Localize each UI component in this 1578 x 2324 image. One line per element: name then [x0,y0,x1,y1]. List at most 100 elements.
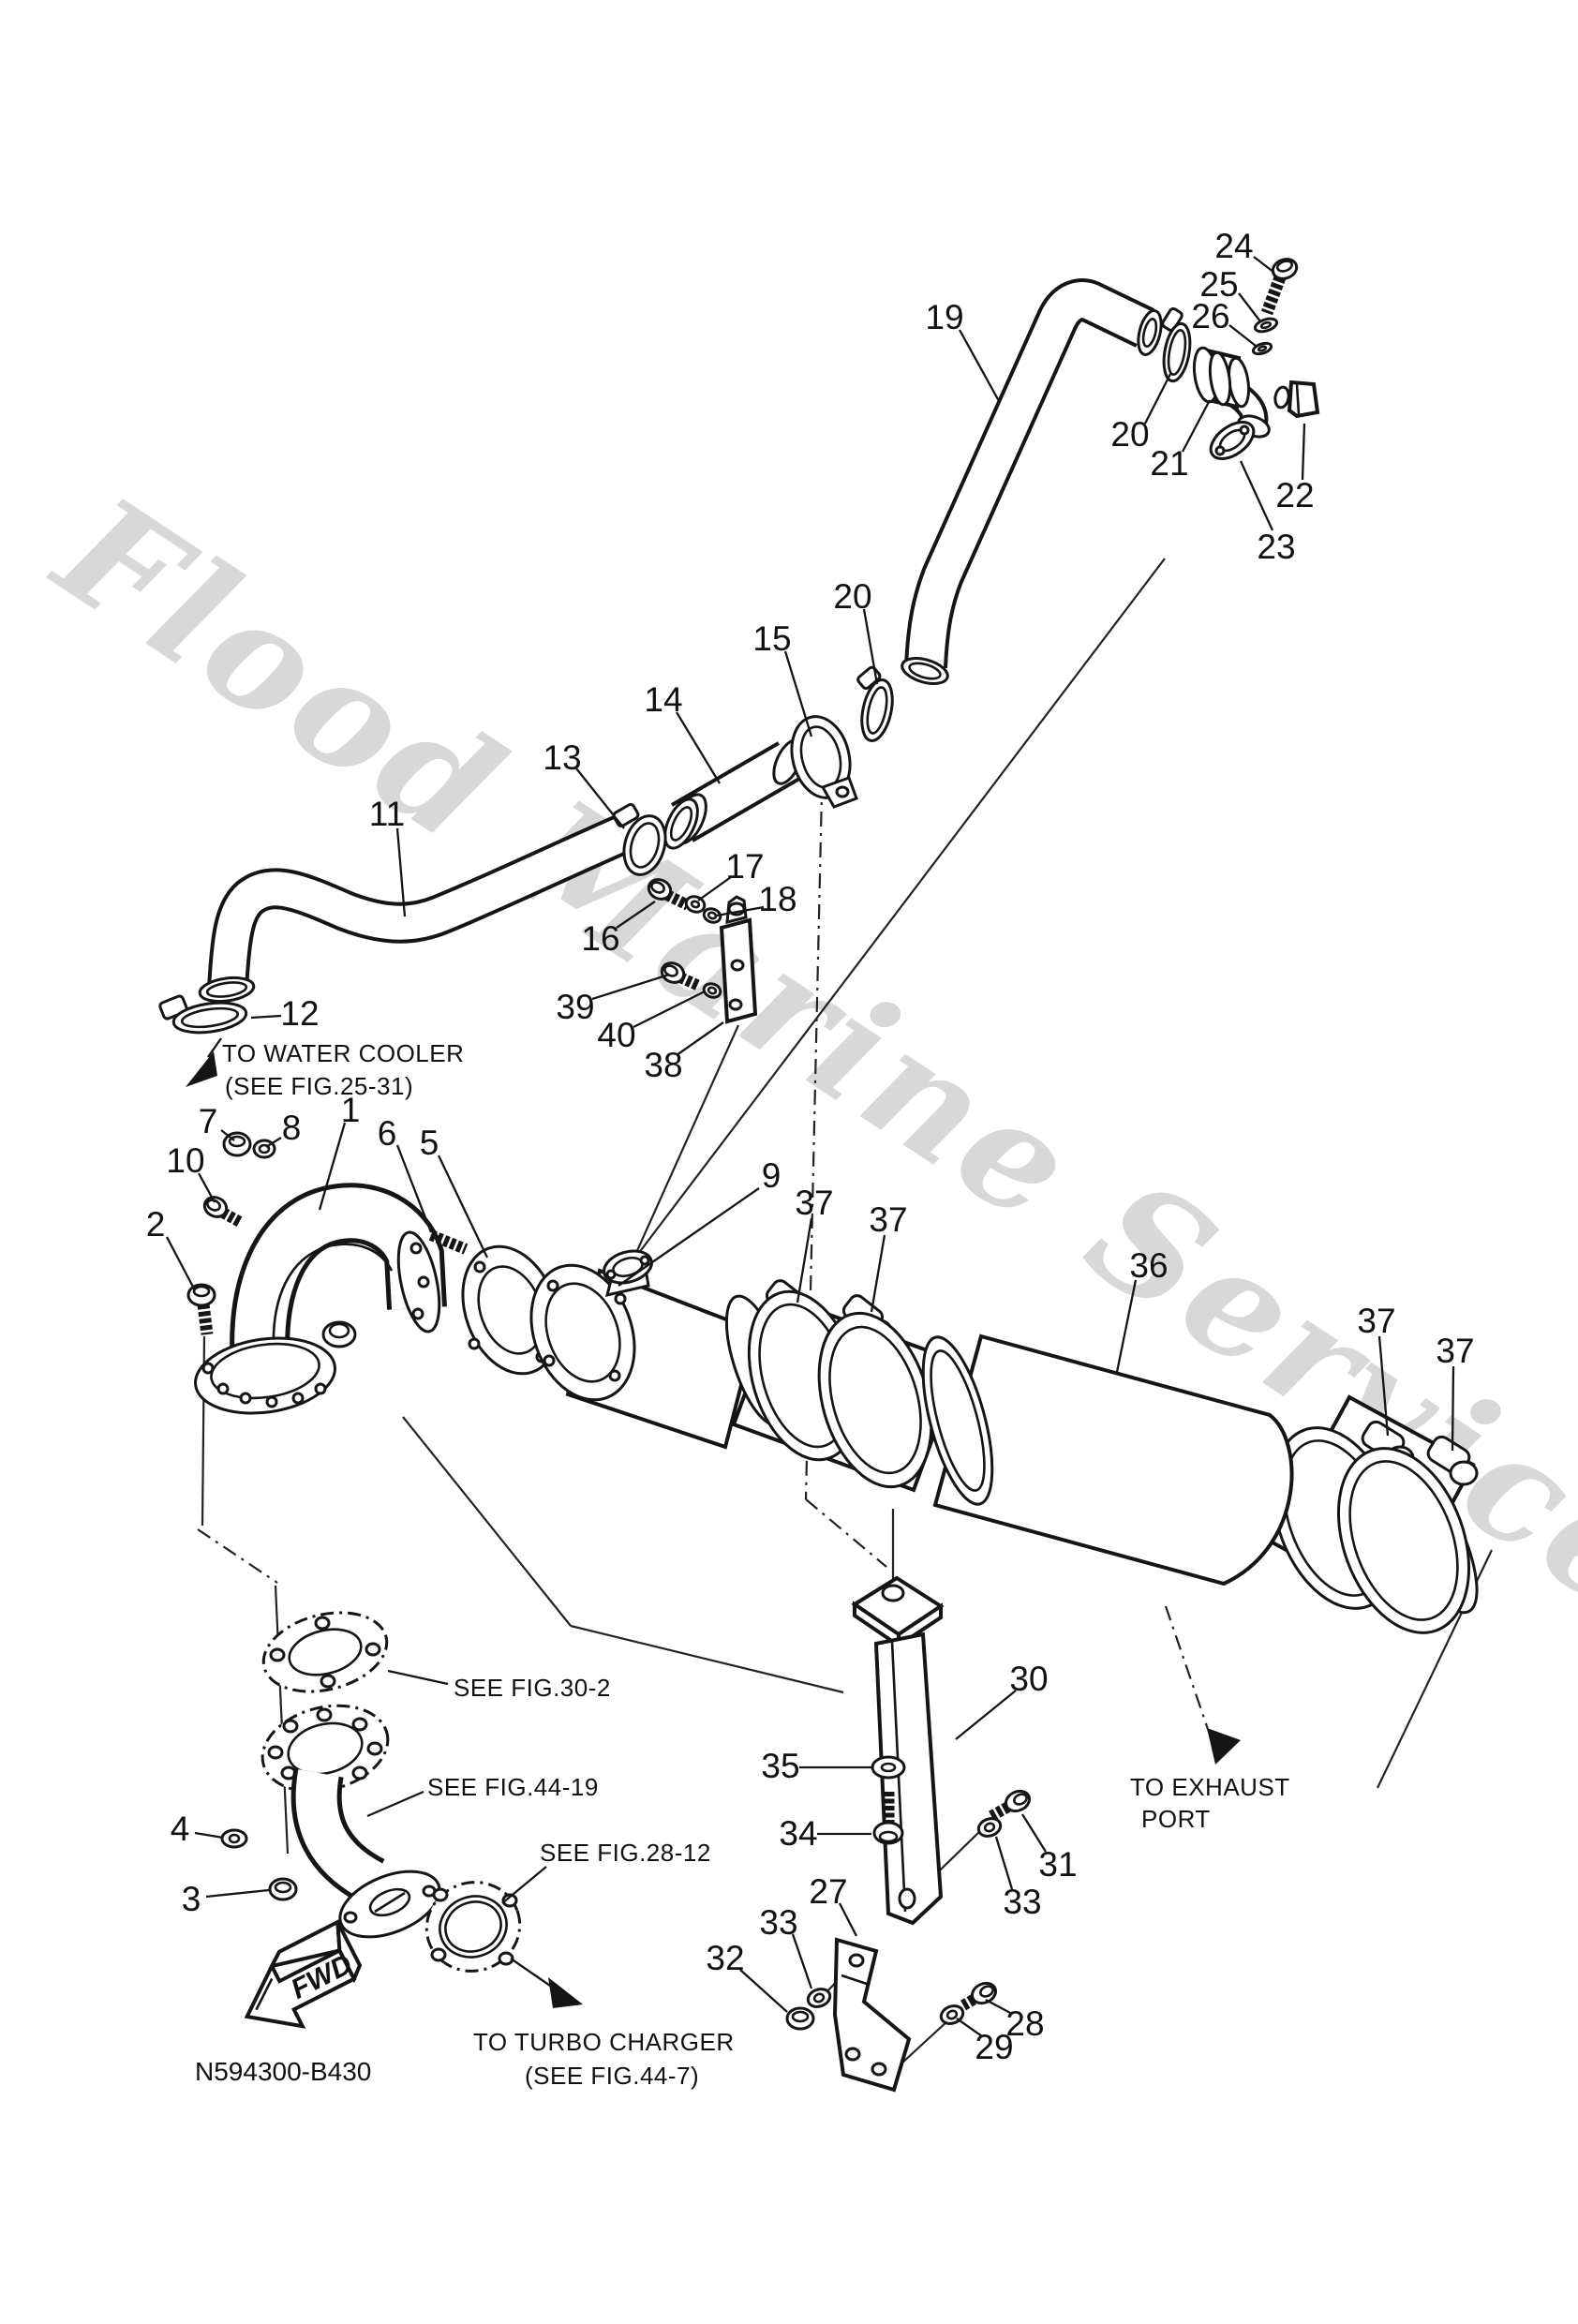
leader-line-36 [1115,1279,1138,1373]
plug-22 [1273,380,1320,419]
part-label-8: 8 [282,1109,302,1147]
part-label-34: 34 [779,1814,817,1853]
part-label-37: 37 [795,1184,833,1222]
note-fig-44-19: SEE FIG.44-19 [427,1773,599,1801]
exhaust-port-arrow [1207,1728,1241,1765]
part-label-11: 11 [369,795,405,833]
nut-32 [785,2006,815,2031]
part-label-10: 10 [166,1141,204,1180]
leader-line-19 [958,329,1001,402]
leader-line-37 [870,1234,886,1313]
part-label-13: 13 [543,738,581,777]
part-label-26: 26 [1191,297,1229,335]
callout-layer: 1924252620212223201514131112161718394038… [146,227,1475,2066]
part-label-20: 20 [833,577,871,616]
leader-line-8 [265,1137,282,1148]
pipe-14 [663,738,804,850]
washer-4 [220,1828,248,1849]
leader-line-9 [618,1187,760,1287]
note-turbo-line2: (SEE FIG.44-7) [525,2062,699,2090]
turbo-charger-arrow [510,1958,583,2008]
leader-line-20 [1143,373,1172,425]
leader-line-27 [838,1902,858,1937]
part-label-18: 18 [758,880,796,918]
clamp-13 [612,803,667,876]
clamp-37-b [817,1294,933,1489]
part-label-33: 33 [759,1903,797,1942]
bolt-24 [1260,258,1299,316]
bolt-2 [186,1283,216,1335]
leader-line-24 [1253,256,1275,274]
clamp-20-lower [856,665,894,742]
stud-6 [428,1229,469,1255]
leader-line-20 [862,608,879,685]
part-label-3: 3 [182,1880,201,1918]
leader-line-18 [716,905,765,917]
leader-line-25 [1238,292,1261,322]
bolt-16 [647,878,691,911]
part-label-5: 5 [420,1124,439,1162]
clamp-12 [158,994,248,1035]
leader-line-37 [1377,1335,1390,1437]
leader-line-13 [575,767,625,829]
part-label-28: 28 [1005,2004,1044,2043]
note-fig-30-2: SEE FIG.30-2 [454,1674,611,1702]
leader-line-11 [395,827,407,917]
fitting-21 [1192,346,1271,439]
gasket-fig-28-12 [424,1881,522,1973]
leader-line-32 [739,1969,788,2013]
part-label-17: 17 [725,847,764,886]
leader-line-2 [165,1236,197,1291]
washer-25 [1253,317,1279,334]
fwd-arrow: FWD [244,1918,363,2029]
washer-40 [702,982,722,999]
part-label-31: 31 [1038,1845,1077,1884]
bolt-34 [872,1792,904,1845]
clamp-37-d [1336,1435,1479,1634]
part-label-20: 20 [1110,415,1149,454]
leader-line-12 [250,1014,282,1020]
leader-line-23 [1239,460,1274,531]
clamp-20-upper [1161,306,1192,383]
drawing-code: N594300-B430 [195,2057,371,2086]
leader-line-21 [1181,399,1212,453]
leader-line-31 [1021,1813,1047,1853]
leader-line-3 [205,1888,270,1899]
washer-18 [702,907,722,924]
washer-33-right [976,1817,1003,1838]
part-label-15: 15 [752,619,791,658]
washer-33-left [806,1988,832,2008]
leader-line-16 [616,901,656,929]
part-label-16: 16 [581,919,619,958]
leader-line-5 [437,1155,489,1259]
leader-line-10 [197,1172,216,1203]
part-label-4: 4 [171,1810,190,1848]
note-fig-28-12: SEE FIG.28-12 [540,1839,711,1867]
part-label-35: 35 [761,1747,799,1785]
part-label-33: 33 [1003,1883,1041,1921]
part-label-36: 36 [1129,1246,1168,1285]
nut-3 [268,1877,298,1901]
elbow-1 [194,1183,447,1415]
part-label-30: 30 [1009,1660,1048,1698]
note-turbo-line1: TO TURBO CHARGER [473,2028,735,2056]
part-label-9: 9 [762,1156,782,1195]
note-exhaust-line2: PORT [1141,1805,1211,1833]
bolt-10 [202,1196,243,1228]
part-label-40: 40 [597,1016,635,1054]
part-label-6: 6 [378,1114,397,1153]
part-label-37: 37 [1436,1332,1474,1370]
leader-line-6 [395,1144,433,1233]
exhaust-tube-36 [921,1333,1294,1587]
note-exhaust-line1: TO EXHAUST [1130,1773,1290,1801]
part-label-25: 25 [1199,265,1238,304]
leader-line-38 [676,1021,724,1056]
washer-26 [1251,341,1273,356]
leader-line-26 [1228,324,1257,347]
part-label-22: 22 [1275,476,1314,514]
part-label-37: 37 [1357,1302,1395,1340]
bracket-27 [832,1937,912,2093]
part-label-12: 12 [280,994,319,1033]
leader-line-37 [796,1217,813,1304]
